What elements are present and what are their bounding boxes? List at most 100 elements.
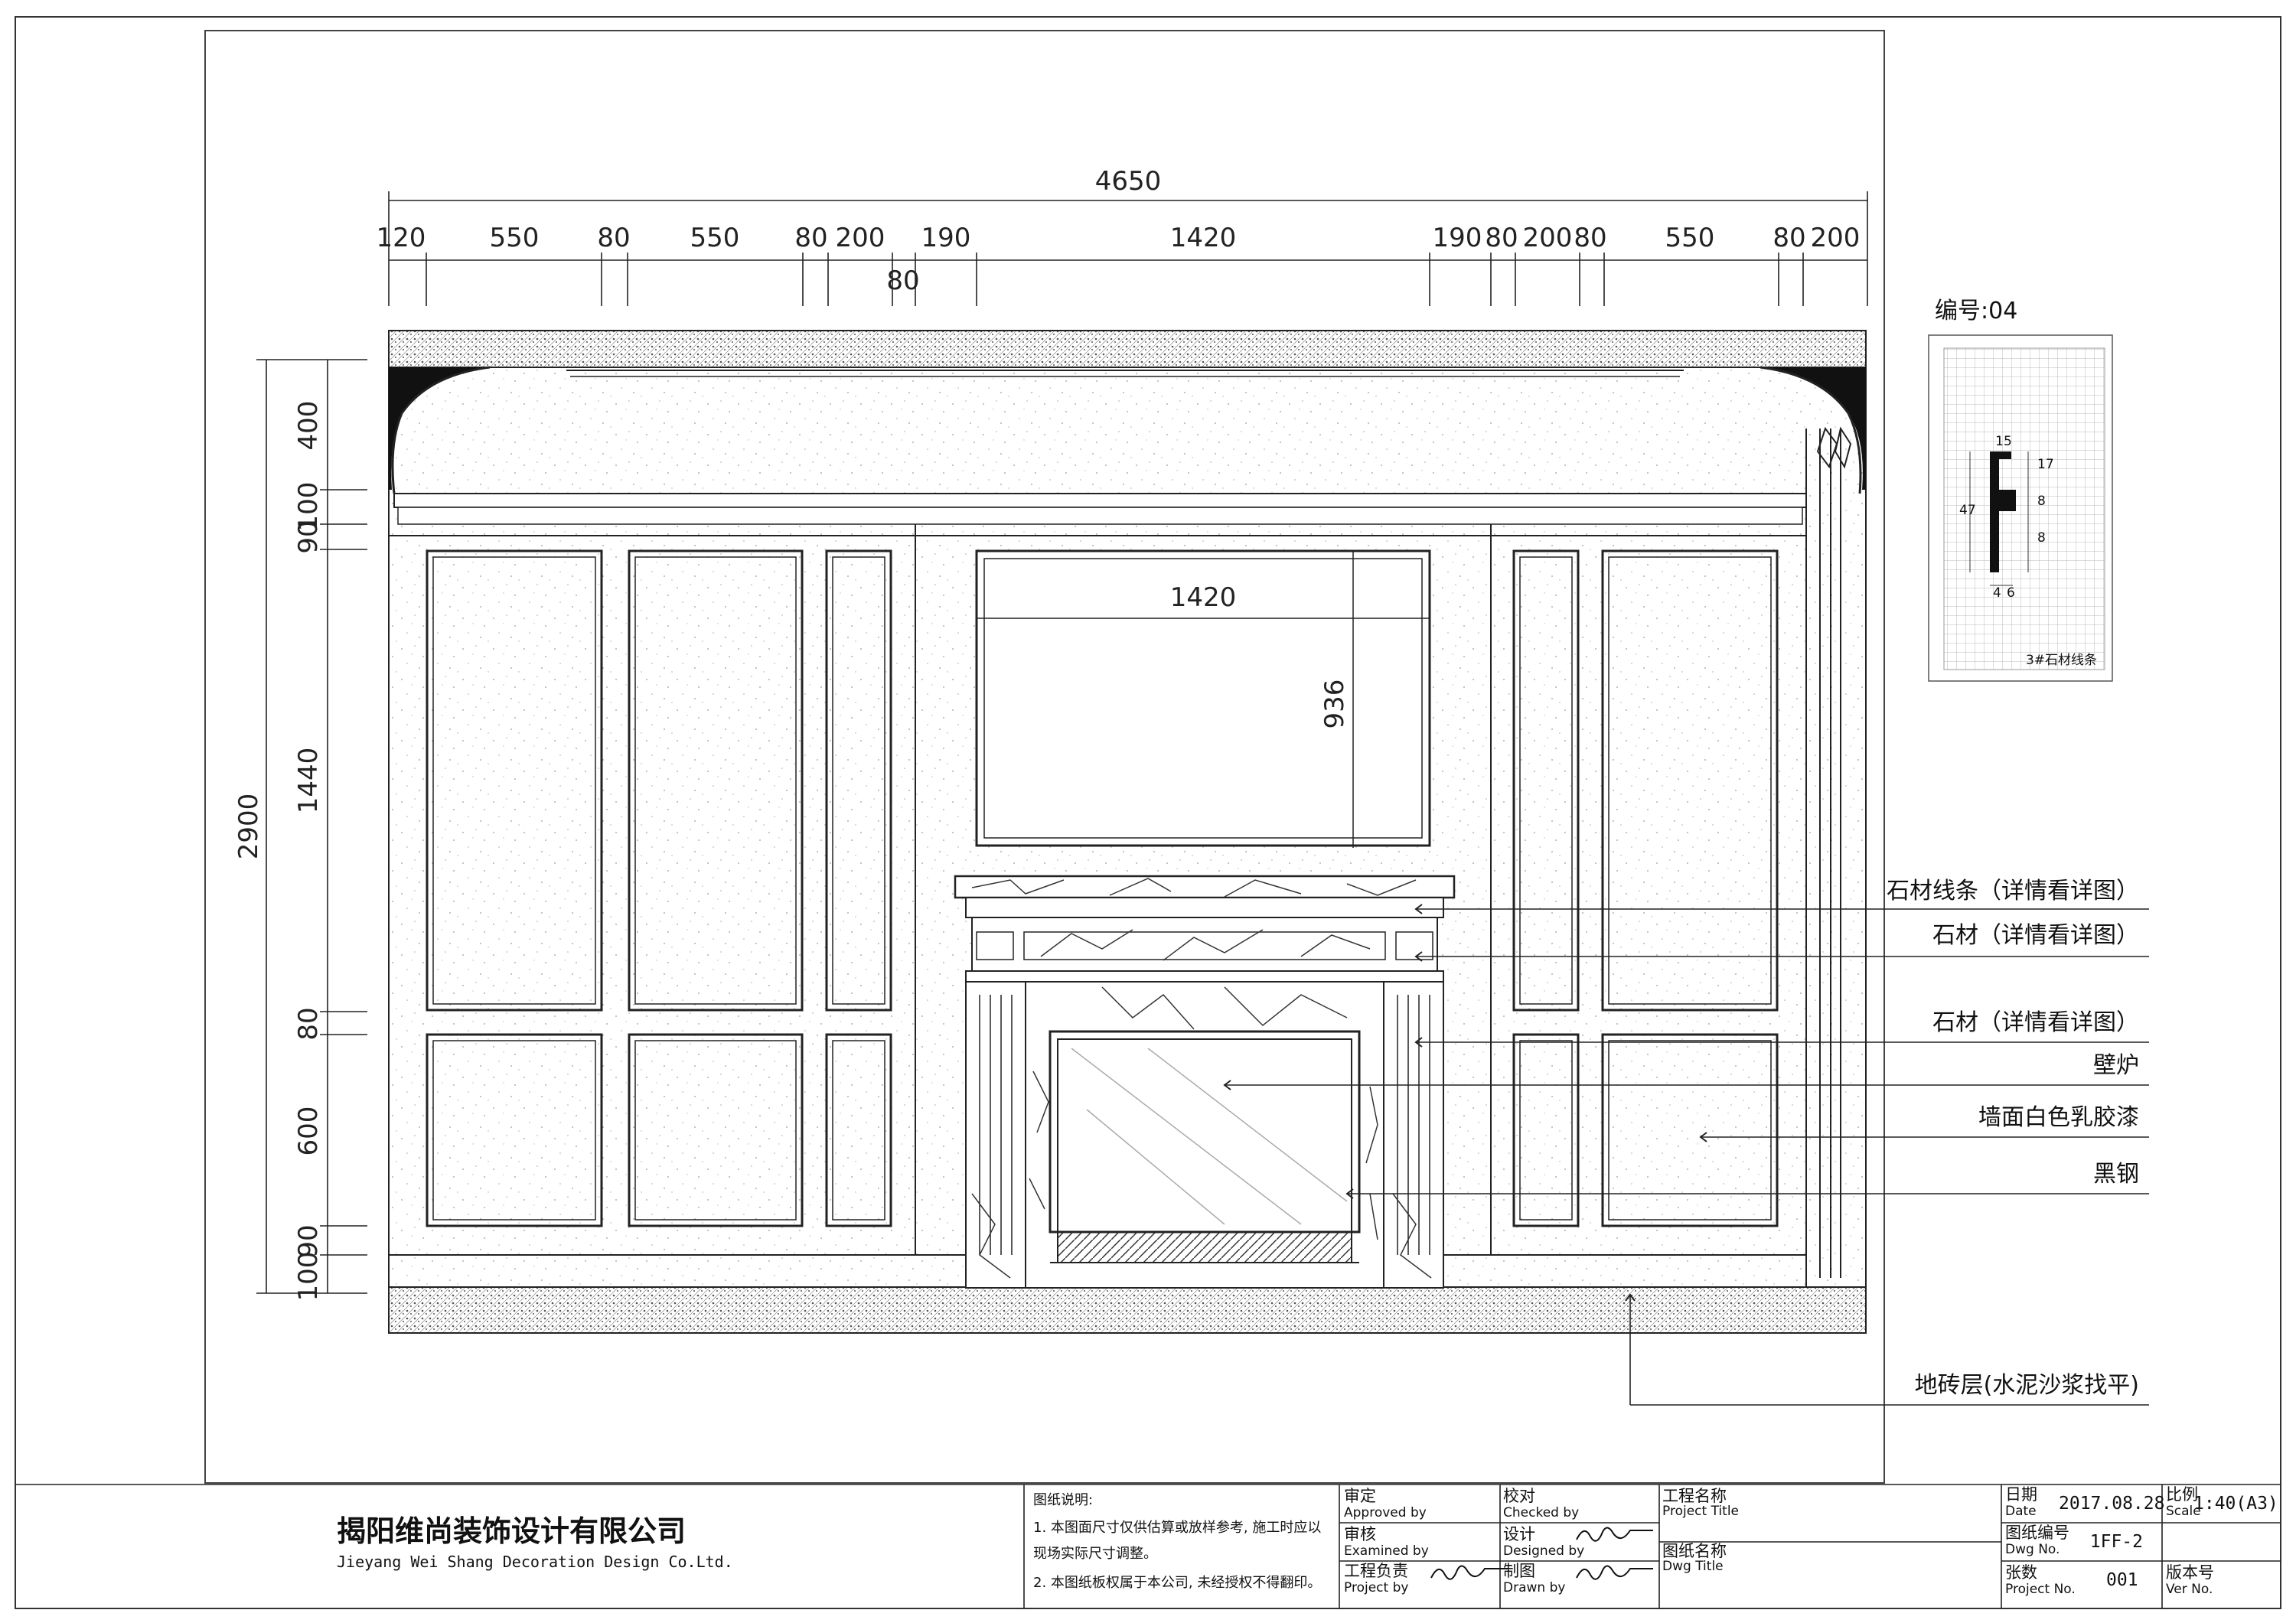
dim-painting-height: 936 bbox=[1319, 680, 1350, 729]
project-no-cn: 张数 bbox=[2005, 1563, 2037, 1582]
dim-left-segment: 600 bbox=[293, 1106, 324, 1156]
company-name-en: Jieyang Wei Shang Decoration Design Co.L… bbox=[337, 1553, 733, 1571]
approved-cn: 审定 bbox=[1344, 1487, 1376, 1505]
callout-stone-moulding: 石材线条（详情看详图） bbox=[1887, 878, 2139, 904]
dim-left-segment: 100 bbox=[293, 1252, 324, 1302]
dwg-no-en: Dwg No. bbox=[2005, 1542, 2060, 1557]
detail-dim-b: 17 bbox=[2037, 457, 2054, 472]
dim-top-segment: 80 bbox=[794, 223, 827, 253]
dim-left-segment: 100 bbox=[293, 482, 324, 532]
scale-value: 1:40(A3) bbox=[2193, 1494, 2278, 1514]
sheet-border bbox=[15, 16, 2281, 1609]
designed-cn: 设计 bbox=[1503, 1525, 1535, 1543]
painting-frame bbox=[975, 549, 1431, 847]
detail-profile-box bbox=[1928, 334, 2113, 682]
date-cn: 日期 bbox=[2005, 1485, 2037, 1504]
notes-title: 图纸说明: bbox=[1033, 1492, 1093, 1508]
dwg-no-cn: 图纸编号 bbox=[2005, 1524, 2069, 1542]
dim-left-segment: 1440 bbox=[293, 748, 324, 814]
right-panels bbox=[1512, 549, 1779, 1227]
dwg-title-en: Dwg Title bbox=[1662, 1559, 1724, 1574]
dim-painting-width: 1420 bbox=[1170, 582, 1237, 613]
detail-dim-e: 47 bbox=[1959, 503, 1976, 518]
examined-en: Examined by bbox=[1344, 1543, 1429, 1559]
drawing-frame bbox=[204, 30, 1885, 1484]
ceiling-slab bbox=[388, 330, 1867, 368]
hearth-grate bbox=[1057, 1231, 1352, 1263]
designed-en: Designed by bbox=[1503, 1543, 1584, 1559]
ver-cn: 版本号 bbox=[2166, 1563, 2214, 1582]
dim-top-segment: 190 bbox=[1433, 223, 1482, 253]
dim-top-segment: 80 bbox=[1773, 223, 1805, 253]
detail-dim-f: 4 bbox=[1993, 585, 2001, 601]
callout-stone-2: 石材（详情看详图） bbox=[1932, 1009, 2139, 1036]
scale-en: Scale bbox=[2166, 1504, 2201, 1519]
detail-caption: 3#石材线条 bbox=[2026, 653, 2097, 668]
project-title-en: Project Title bbox=[1662, 1504, 1739, 1519]
top-dimensions bbox=[388, 191, 1868, 306]
cove-right bbox=[1760, 367, 1866, 490]
checked-cn: 校对 bbox=[1503, 1487, 1535, 1505]
dim-top-segment: 80 bbox=[1574, 223, 1606, 253]
callout-floor-tile: 地砖层(水泥沙浆找平) bbox=[1915, 1372, 2139, 1399]
callout-wall-paint: 墙面白色乳胶漆 bbox=[1978, 1104, 2139, 1131]
dim-top-segment: 80 bbox=[1485, 223, 1518, 253]
project-title-cn: 工程名称 bbox=[1662, 1487, 1727, 1505]
note-line-1: 1. 本图面尺寸仅供估算或放样参考, 施工时应以 bbox=[1033, 1520, 1321, 1536]
floor-slab bbox=[388, 1286, 1867, 1334]
left-dimensions bbox=[256, 359, 367, 1294]
dim-top-segment: 200 bbox=[1811, 223, 1861, 253]
date-value: 2017.08.28 bbox=[2059, 1494, 2164, 1514]
dim-top-segment: 200 bbox=[1523, 223, 1573, 253]
dim-left-segment: 90 bbox=[293, 1224, 324, 1257]
detail-title: 编号:04 bbox=[1935, 298, 2017, 324]
dim-top-sub: 80 bbox=[886, 266, 919, 296]
dim-top-segment: 190 bbox=[921, 223, 971, 253]
dim-top-segment: 200 bbox=[836, 223, 885, 253]
drawn-en: Drawn by bbox=[1503, 1580, 1565, 1595]
callout-black-steel: 黑钢 bbox=[2093, 1161, 2139, 1188]
project-no-en: Project No. bbox=[2005, 1582, 2076, 1597]
dim-left-segment: 400 bbox=[293, 401, 324, 451]
fireplace bbox=[954, 875, 1456, 1289]
callout-leaders bbox=[1225, 908, 2149, 1406]
dim-top-segment: 1420 bbox=[1170, 223, 1237, 253]
project-by-cn: 工程负责 bbox=[1344, 1562, 1408, 1580]
dim-top-segment: 550 bbox=[1665, 223, 1715, 253]
dim-top-segment: 120 bbox=[377, 223, 426, 253]
firebox bbox=[1049, 1030, 1361, 1234]
scale-cn: 比例 bbox=[2166, 1485, 2198, 1504]
drawn-cn: 制图 bbox=[1503, 1562, 1535, 1580]
callout-arrows bbox=[1223, 904, 1707, 1302]
title-block bbox=[15, 1484, 2281, 1608]
checked-en: Checked by bbox=[1503, 1505, 1579, 1520]
dim-left-segment: 80 bbox=[293, 1007, 324, 1040]
ver-en: Ver No. bbox=[2166, 1582, 2213, 1597]
callout-fireplace: 壁炉 bbox=[2093, 1052, 2139, 1079]
dim-overall-width: 4650 bbox=[1095, 166, 1162, 197]
detail-dim-a: 15 bbox=[1995, 434, 2012, 449]
examined-cn: 审核 bbox=[1344, 1525, 1376, 1543]
dim-top-segment: 80 bbox=[597, 223, 630, 253]
callout-stone-1: 石材（详情看详图） bbox=[1932, 922, 2139, 949]
left-panels bbox=[426, 549, 892, 1227]
project-by-en: Project by bbox=[1344, 1580, 1408, 1595]
dim-top-segment: 550 bbox=[490, 223, 540, 253]
dwg-title-cn: 图纸名称 bbox=[1662, 1542, 1727, 1560]
note-line-2: 现场实际尺寸调整。 bbox=[1033, 1546, 1157, 1562]
detail-dim-g: 6 bbox=[2007, 585, 2015, 601]
project-no-value: 001 bbox=[2106, 1570, 2138, 1590]
crown-moulding bbox=[393, 493, 1807, 508]
signature-marks bbox=[1430, 1527, 1653, 1580]
detail-dim-d: 8 bbox=[2037, 530, 2046, 546]
dim-left-segment: 90 bbox=[293, 520, 324, 553]
dim-overall-height: 2900 bbox=[233, 794, 264, 860]
note-line-3: 2. 本图纸板权属于本公司, 未经授权不得翻印。 bbox=[1033, 1575, 1321, 1591]
date-en: Date bbox=[2005, 1504, 2037, 1519]
approved-en: Approved by bbox=[1344, 1505, 1427, 1520]
detail-dim-c: 8 bbox=[2037, 494, 2046, 509]
company-name-cn: 揭阳维尚装饰设计有限公司 bbox=[337, 1514, 686, 1548]
